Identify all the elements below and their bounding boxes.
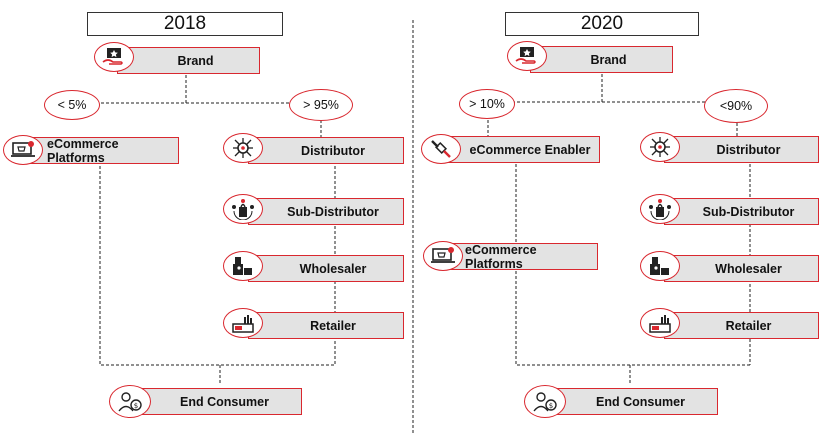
boxes-icon <box>223 251 263 281</box>
distributor-box-2020: Distributor <box>664 136 819 163</box>
retailer-box-2018: Retailer <box>248 312 404 339</box>
consumer-coin-icon: $ <box>524 385 566 418</box>
wholesaler-box-2018: Wholesaler <box>248 255 404 282</box>
year-title-2020: 2020 <box>505 12 699 36</box>
share-ecommerce-2018: < 5% <box>44 90 100 120</box>
shop-counter-icon <box>223 308 263 338</box>
svg-text:$: $ <box>134 402 138 410</box>
distributor-box-2018: Distributor <box>248 137 404 164</box>
share-ecommerce-2020: > 10% <box>459 89 515 119</box>
year-title-2018: 2018 <box>87 12 283 36</box>
boxes-icon <box>640 251 680 281</box>
brand-box-2020: Brand <box>530 46 673 73</box>
distribution-hub-icon <box>223 133 263 163</box>
brand-box-2018: Brand <box>117 47 260 74</box>
ecommerce-platforms-box-2018: eCommerce Platforms <box>22 137 179 165</box>
wholesaler-box-2020: Wholesaler <box>664 255 819 282</box>
laptop-cart-icon <box>3 135 43 165</box>
consumer-coin-icon: $ <box>109 385 151 418</box>
svg-text:$: $ <box>549 402 553 410</box>
share-distribution-2020: <90% <box>704 89 768 123</box>
share-distribution-2018: > 95% <box>289 89 353 121</box>
ecommerce-platforms-box-2020: eCommerce Platforms <box>442 243 598 271</box>
people-bag-icon <box>640 194 680 224</box>
ecommerce-enabler-box-2020: eCommerce Enabler <box>446 136 600 163</box>
end-consumer-box-2020: End Consumer <box>549 388 718 415</box>
shop-counter-icon <box>640 308 680 338</box>
sub-distributor-box-2020: Sub-Distributor <box>664 198 819 225</box>
usb-plug-icon <box>421 134 461 164</box>
sub-distributor-box-2018: Sub-Distributor <box>248 198 404 225</box>
people-bag-icon <box>223 194 263 224</box>
retailer-box-2020: Retailer <box>664 312 819 339</box>
end-consumer-box-2018: End Consumer <box>133 388 302 415</box>
brand-icon <box>507 41 547 71</box>
brand-icon <box>94 42 134 72</box>
distribution-hub-icon <box>640 132 680 162</box>
laptop-cart-icon <box>423 241 463 271</box>
